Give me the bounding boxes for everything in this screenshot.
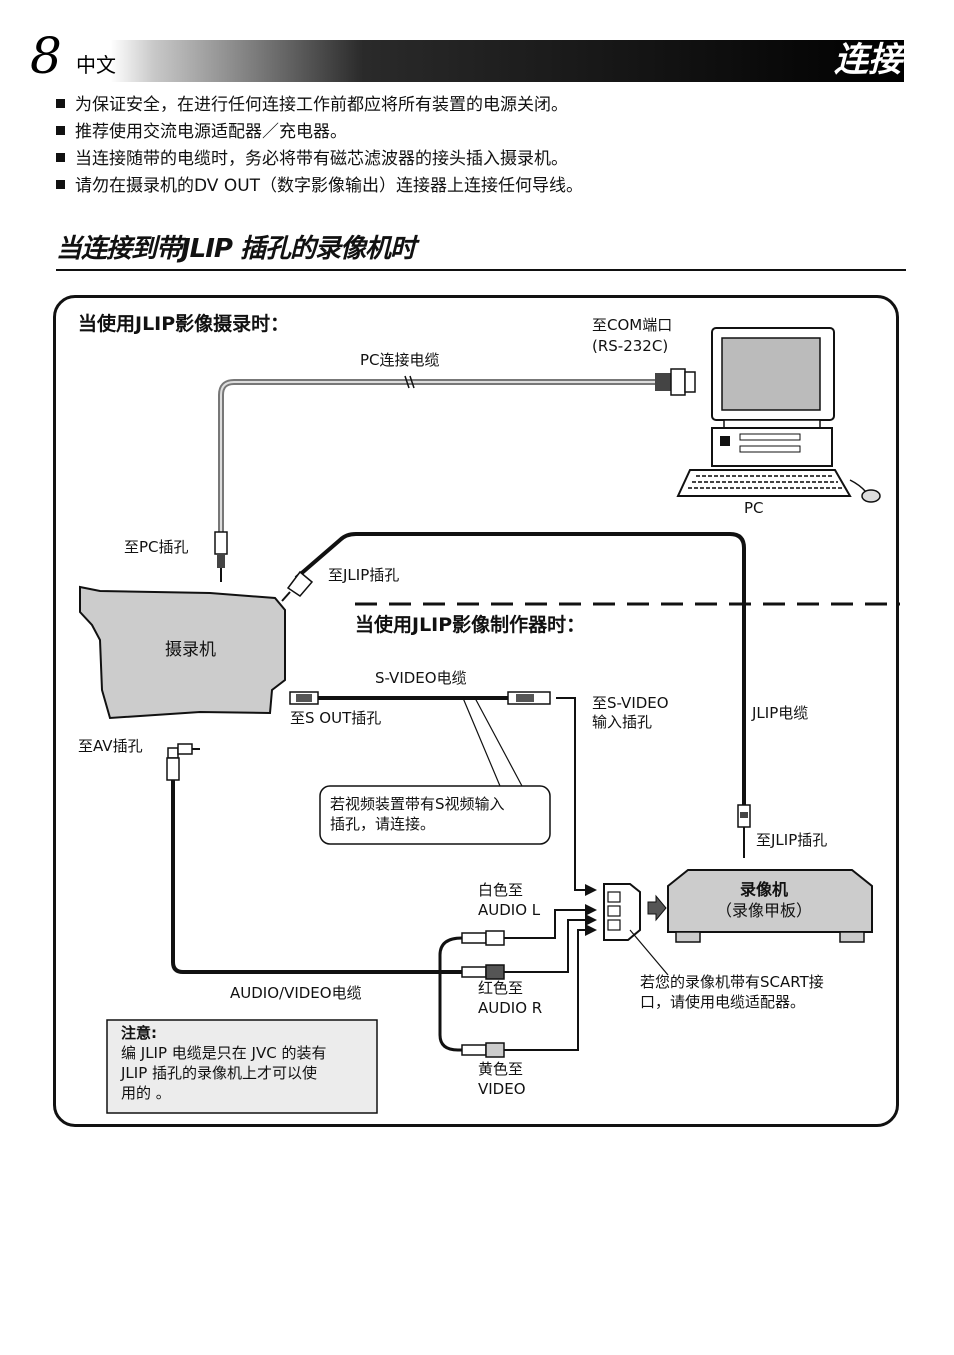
jlip-cable-label: JLIP电缆 — [752, 704, 809, 722]
vcr-sub-label: （录像甲板） — [716, 901, 813, 920]
av-cable-label: AUDIO/VIDEO电缆 — [230, 984, 362, 1002]
section-title: 连接 — [834, 40, 902, 80]
to-s-out-label: 至S OUT插孔 — [290, 709, 382, 727]
audio-r-label: AUDIO R — [478, 999, 543, 1017]
to-jlip-jack-vcr-label: 至JLIP插孔 — [756, 831, 828, 849]
svideo-plug-right-icon — [507, 691, 551, 705]
bullet-text: 为保证安全，在进行任何连接工作前都应将所有装置的电源关闭。 — [75, 95, 568, 115]
bullet-item: 为保证安全，在进行任何连接工作前都应将所有装置的电源关闭。 — [56, 94, 568, 116]
bullet-text: 推荐使用交流电源适配器／充电器。 — [75, 122, 347, 142]
bullet-square-icon — [56, 125, 65, 135]
note-box — [106, 1019, 378, 1114]
av-cable-split — [438, 936, 463, 1052]
bullet-item: 请勿在摄录机的DV OUT（数字影像输出）连接器上连接任何导线。 — [56, 175, 583, 197]
note-line: 编 JLIP 电缆是只在 JVC 的装有 — [121, 1044, 327, 1062]
language-label: 中文 — [76, 53, 116, 77]
scart-adapter-icon — [603, 883, 641, 941]
jlip-plug-camcorder-icon — [281, 570, 314, 602]
av-plug-icon — [166, 743, 200, 781]
red-to-label: 红色至 — [478, 979, 524, 997]
rca-yellow-plug-icon — [461, 1042, 514, 1058]
note-title: 注意: — [121, 1024, 157, 1042]
pc-computer-icon — [676, 327, 881, 503]
section-capture-label: 当使用JLIP影像摄录时： — [78, 313, 290, 335]
pc-cable — [218, 379, 655, 555]
to-svideo-in-label: 至S-VIDEO — [592, 694, 669, 712]
note-line: 用的 。 — [121, 1084, 171, 1102]
jlip-plug-vcr-icon — [737, 804, 751, 858]
svideo-line-to-adapter — [556, 697, 595, 891]
svideo-cable-label: S-VIDEO电缆 — [375, 669, 467, 687]
to-svideo-in-label-2: 输入插孔 — [592, 713, 653, 731]
bullet-item: 当连接随带的电缆时，务必将带有磁芯滤波器的接头插入摄录机。 — [56, 148, 568, 170]
sub-heading: 当连接到带JLIP 插孔的录像机时 — [56, 234, 416, 264]
yellow-to-label: 黄色至 — [478, 1060, 524, 1078]
svideo-note-box — [319, 785, 551, 845]
video-label: VIDEO — [478, 1080, 526, 1098]
vcr-icon — [667, 869, 873, 943]
pc-cable-highlight — [220, 381, 655, 555]
pc-cable-label: PC连接电缆 — [360, 351, 440, 369]
av-cable — [171, 780, 462, 974]
arrow-head — [585, 904, 597, 916]
scart-note-text: 若您的录像机带有SCART接 — [640, 973, 824, 991]
camcorder-label: 摄录机 — [165, 640, 216, 660]
to-com-port-label: 至COM端口 — [592, 316, 673, 334]
page-number: 8 — [30, 27, 62, 85]
arrow-head — [585, 884, 597, 896]
callout-lines — [462, 697, 523, 787]
rs232c-label: (RS-232C) — [592, 337, 669, 355]
db9-connector-icon — [655, 368, 696, 396]
heading-rule — [56, 269, 906, 271]
bullet-text: 当连接随带的电缆时，务必将带有磁芯滤波器的接头插入摄录机。 — [75, 149, 568, 169]
bullet-square-icon — [56, 98, 65, 108]
section-producer-label: 当使用JLIP影像制作器时： — [355, 614, 586, 636]
bullet-item: 推荐使用交流电源适配器／充电器。 — [56, 121, 347, 143]
vcr-label: 录像机 — [740, 880, 789, 899]
audio-r-line — [514, 919, 595, 973]
bullet-text: 请勿在摄录机的DV OUT（数字影像输出）连接器上连接任何导线。 — [75, 176, 584, 196]
pc-plug-icon — [214, 531, 228, 582]
bullet-square-icon — [56, 179, 65, 189]
header-band — [32, 40, 904, 82]
svideo-note-text-2: 插孔，请连接。 — [330, 815, 436, 833]
rca-white-plug-icon — [461, 930, 514, 946]
bullet-square-icon — [56, 152, 65, 162]
svideo-plug-left-icon — [289, 691, 319, 705]
arrow-to-vcr-icon — [647, 894, 667, 922]
note-line: JLIP 插孔的录像机上才可以使 — [121, 1064, 318, 1082]
audio-l-line — [514, 909, 595, 939]
pc-label: PC — [744, 499, 764, 517]
jlip-cable — [294, 532, 746, 805]
scart-note-text-2: 口，请使用电缆适配器。 — [640, 993, 806, 1011]
arrow-head — [585, 914, 597, 926]
to-av-jack-label: 至AV插孔 — [78, 737, 143, 755]
audio-l-label: AUDIO L — [478, 901, 541, 919]
to-pc-jack-label: 至PC插孔 — [124, 538, 189, 556]
rca-red-plug-icon — [461, 964, 514, 980]
cable-break-mark — [404, 375, 415, 389]
to-jlip-jack-camcorder-label: 至JLIP插孔 — [328, 566, 400, 584]
svideo-note-text: 若视频装置带有S视频输入 — [330, 795, 505, 813]
white-to-label: 白色至 — [478, 881, 524, 899]
diagram-frame — [53, 295, 899, 1127]
arrow-head — [585, 924, 597, 936]
scart-callout-line — [629, 929, 669, 976]
camcorder-body-icon — [79, 585, 286, 720]
video-line — [514, 929, 595, 1051]
